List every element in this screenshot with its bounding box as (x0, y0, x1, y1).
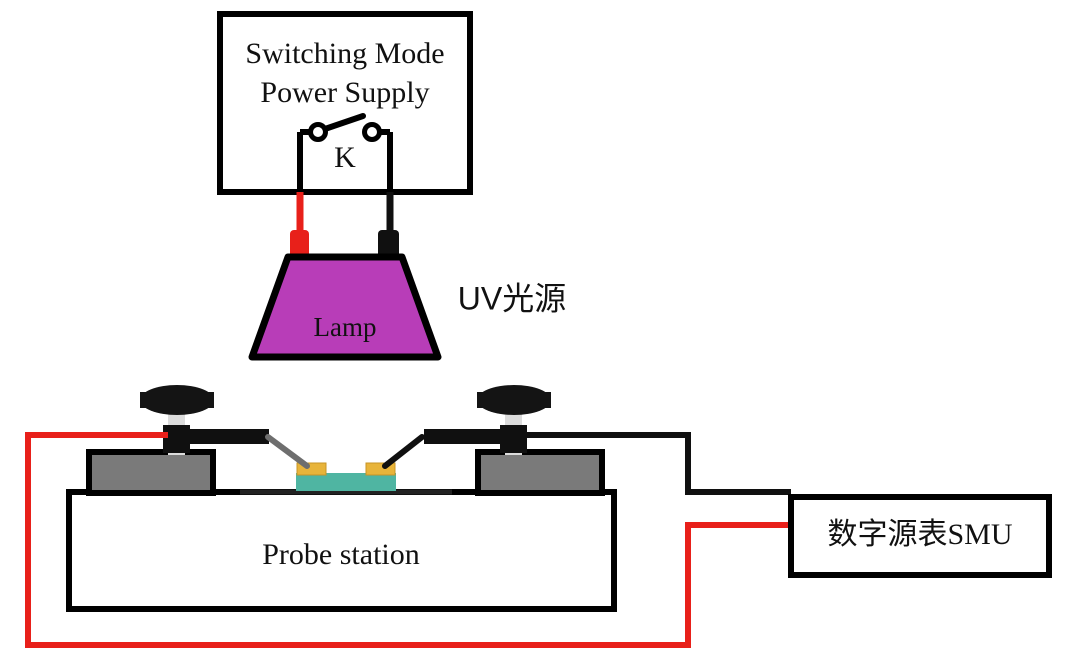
power-supply-group: Switching Mode Power Supply K (217, 11, 473, 195)
right-probe-knob-body[interactable] (477, 392, 551, 408)
left-probe-assembly[interactable] (140, 385, 310, 469)
power-supply-box (217, 11, 473, 195)
switch-label: K (334, 141, 356, 174)
switch-terminal-left-icon (308, 122, 328, 142)
smu-label: 数字源表SMU (827, 518, 1012, 551)
right-probe-arm-hub (500, 425, 527, 453)
black-measurement-wire (522, 432, 791, 495)
power-supply-title-line1: Switching Mode (245, 37, 444, 70)
lamp-positive-terminal (290, 230, 309, 259)
switch-terminal-right-icon (362, 122, 382, 142)
probe-station-label: Probe station (262, 538, 420, 571)
device-under-test-group (240, 462, 452, 495)
red-measurement-wire (25, 432, 791, 648)
lamp-label: Lamp (314, 312, 377, 342)
smu-group: 数字源表SMU (788, 494, 1052, 578)
left-probe-needle (265, 434, 310, 469)
right-pedestal-block (475, 449, 605, 496)
probe-station-body (66, 489, 617, 612)
uv-lamp-group: Lamp (248, 230, 442, 361)
right-probe-arm (424, 429, 504, 444)
switch-lever[interactable] (319, 113, 366, 133)
uv-source-annotation: UV光源 (458, 280, 566, 316)
lamp-negative-terminal (378, 230, 399, 259)
lamp-body (248, 253, 442, 361)
smu-box (788, 494, 1052, 578)
left-pedestal-block (86, 449, 216, 496)
right-probe-needle (382, 434, 425, 469)
left-probe-arm (185, 429, 269, 444)
left-probe-knob-body[interactable] (140, 392, 214, 408)
sample-substrate (296, 473, 396, 491)
right-probe-assembly[interactable] (382, 385, 551, 469)
probe-station-group: Probe station (66, 449, 617, 612)
power-supply-title-line2: Power Supply (260, 76, 429, 109)
switch-circuit-path (297, 132, 393, 192)
psu-to-lamp-wires (296, 192, 394, 240)
